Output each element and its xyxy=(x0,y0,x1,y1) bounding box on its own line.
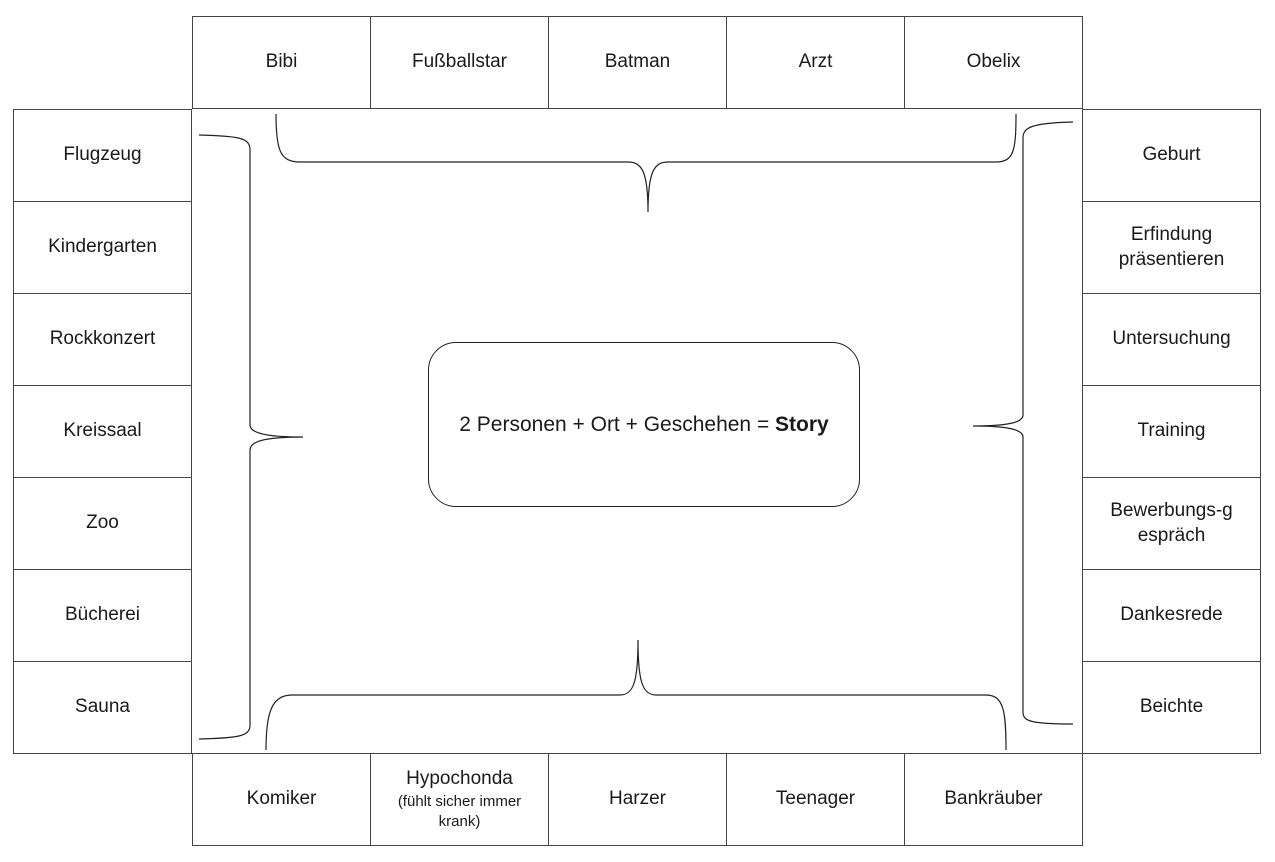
person-cell-harzer: Harzer xyxy=(548,753,727,846)
person-cell-bankraeuber: Bankräuber xyxy=(904,753,1083,846)
person-cell-komiker: Komiker xyxy=(192,753,371,846)
right-brace xyxy=(972,121,1074,725)
place-cell-kreissaal: Kreissaal xyxy=(13,385,192,478)
left-brace xyxy=(198,134,304,740)
place-label: Zoo xyxy=(86,512,119,534)
event-label: Beichte xyxy=(1139,696,1204,718)
event-cell-dankesrede: Dankesrede xyxy=(1082,569,1261,662)
event-label: Erfindung präsentieren xyxy=(1118,223,1225,270)
person-cell-batman: Batman xyxy=(548,16,727,109)
person-cell-fussballstar: Fußballstar xyxy=(370,16,549,109)
event-cell-beichte: Beichte xyxy=(1082,661,1261,754)
person-label: Hypochonda xyxy=(406,767,513,789)
formula-text: 2 Personen + Ort + Geschehen = xyxy=(459,412,776,436)
event-cell-erfindung: Erfindung präsentieren xyxy=(1082,201,1261,294)
event-cell-training: Training xyxy=(1082,385,1261,478)
person-cell-obelix: Obelix xyxy=(904,16,1083,109)
place-cell-zoo: Zoo xyxy=(13,477,192,570)
bottom-brace xyxy=(265,639,1007,751)
event-label: Dankesrede xyxy=(1120,604,1223,626)
place-cell-buecherei: Bücherei xyxy=(13,569,192,662)
person-label: Fußballstar xyxy=(411,51,508,73)
place-cell-flugzeug: Flugzeug xyxy=(13,109,192,202)
person-cell-arzt: Arzt xyxy=(726,16,905,109)
event-label: Training xyxy=(1137,420,1206,442)
person-note: (fühlt sicher immer krank) xyxy=(397,792,522,830)
event-label: Geburt xyxy=(1142,144,1201,166)
person-label: Bibi xyxy=(265,51,298,73)
person-label: Bankräuber xyxy=(944,788,1043,810)
event-label: Untersuchung xyxy=(1112,328,1231,350)
place-label: Kindergarten xyxy=(48,236,157,258)
person-label: Obelix xyxy=(966,51,1021,73)
story-formula-box: 2 Personen + Ort + Geschehen = Story xyxy=(428,342,860,507)
person-label: Arzt xyxy=(798,51,833,73)
place-label: Bücherei xyxy=(65,604,140,626)
place-cell-kindergarten: Kindergarten xyxy=(13,201,192,294)
person-cell-hypochonda: Hypochonda (fühlt sicher immer krank) xyxy=(370,753,549,846)
place-cell-sauna: Sauna xyxy=(13,661,192,754)
place-cell-rockkonzert: Rockkonzert xyxy=(13,293,192,386)
person-label: Harzer xyxy=(608,788,666,810)
formula-result: Story xyxy=(775,412,829,436)
person-label: Teenager xyxy=(775,788,856,810)
event-cell-geburt: Geburt xyxy=(1082,109,1261,202)
event-label: Bewerbungs-gespräch xyxy=(1110,499,1233,546)
place-label: Sauna xyxy=(75,696,130,718)
place-label: Rockkonzert xyxy=(49,328,156,350)
event-cell-untersuchung: Untersuchung xyxy=(1082,293,1261,386)
place-label: Flugzeug xyxy=(63,144,142,166)
event-cell-bewerbungsgespraech: Bewerbungs-gespräch xyxy=(1082,477,1261,570)
person-label: Komiker xyxy=(246,788,317,810)
place-label: Kreissaal xyxy=(63,420,142,442)
top-brace xyxy=(275,113,1017,213)
person-label: Batman xyxy=(604,51,671,73)
person-cell-bibi: Bibi xyxy=(192,16,371,109)
